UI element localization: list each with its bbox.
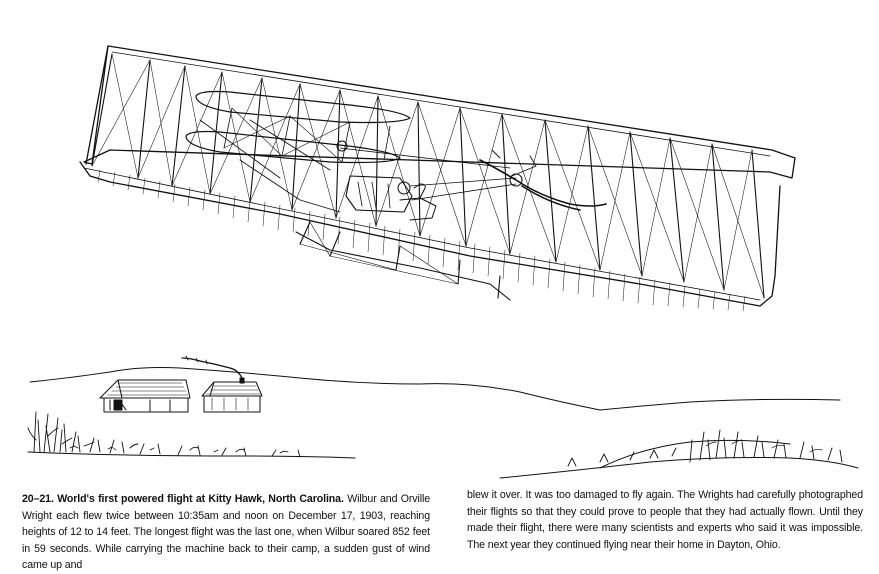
elevator [195, 90, 411, 124]
caption-number: 20–21. [22, 493, 54, 505]
pilot [399, 183, 437, 221]
caption-left-column: 20–21. World's first powered flight at K… [22, 491, 430, 574]
grass-left [27, 411, 301, 458]
ground-line-left [27, 451, 356, 459]
lower-wing [79, 161, 781, 307]
caption-left-text: Wilbur and Orville Wright each flew twic… [22, 493, 431, 572]
propeller [479, 159, 607, 211]
wright-flyer-illustration [27, 45, 859, 479]
caption-right-column: blew it over. It was too damaged to fly … [467, 487, 863, 553]
caption-title: World's first powered flight at Kitty Ha… [57, 493, 344, 505]
camp-buildings [99, 355, 263, 413]
wright-flyer [79, 45, 796, 312]
grass-right [567, 429, 843, 467]
upper-wing [83, 45, 796, 179]
skids [295, 221, 511, 301]
engine [345, 175, 413, 213]
landscape [27, 367, 859, 479]
rise-line-right [599, 439, 791, 469]
ground-line-right [499, 457, 859, 479]
caption-right-text: blew it over. It was too damaged to fly … [467, 489, 863, 551]
hill-line [29, 367, 841, 411]
